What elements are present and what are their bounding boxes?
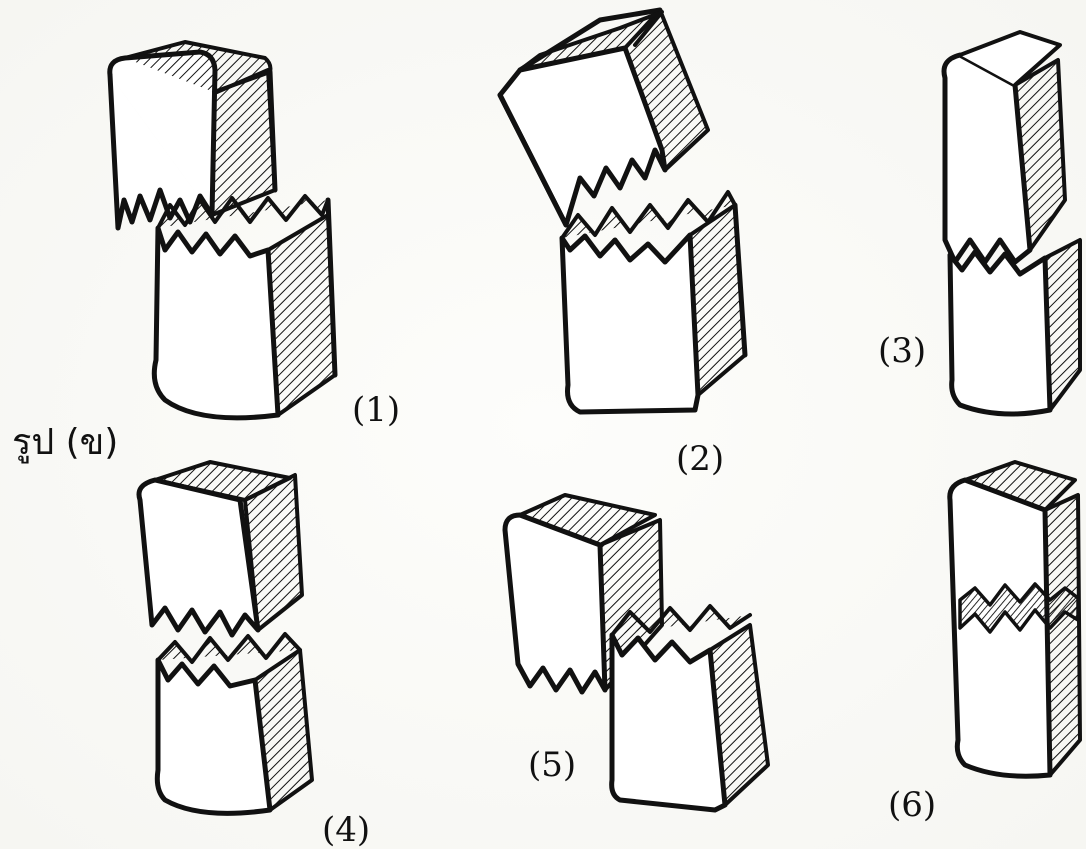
block-4-upper: [136, 460, 304, 638]
block-6: [947, 460, 1082, 779]
panel-label-5: (5): [528, 745, 577, 785]
block-4-lower: [154, 632, 314, 816]
block-5-lower: [609, 604, 770, 813]
block-1-lower: [151, 194, 338, 421]
panel-label-1: (1): [352, 390, 401, 430]
panel-label-3: (3): [878, 331, 927, 371]
block-3-upper: [941, 30, 1067, 265]
block-2-lower: [559, 190, 748, 415]
block-3-lower: [947, 238, 1082, 417]
panel-label-4: (4): [322, 810, 371, 849]
panel-label-2: (2): [676, 439, 725, 479]
figure-caption: รูป (ข): [12, 422, 119, 463]
panel-label-6: (6): [888, 785, 937, 825]
block-1-upper: [107, 40, 278, 231]
block-2-upper: [497, 7, 710, 228]
